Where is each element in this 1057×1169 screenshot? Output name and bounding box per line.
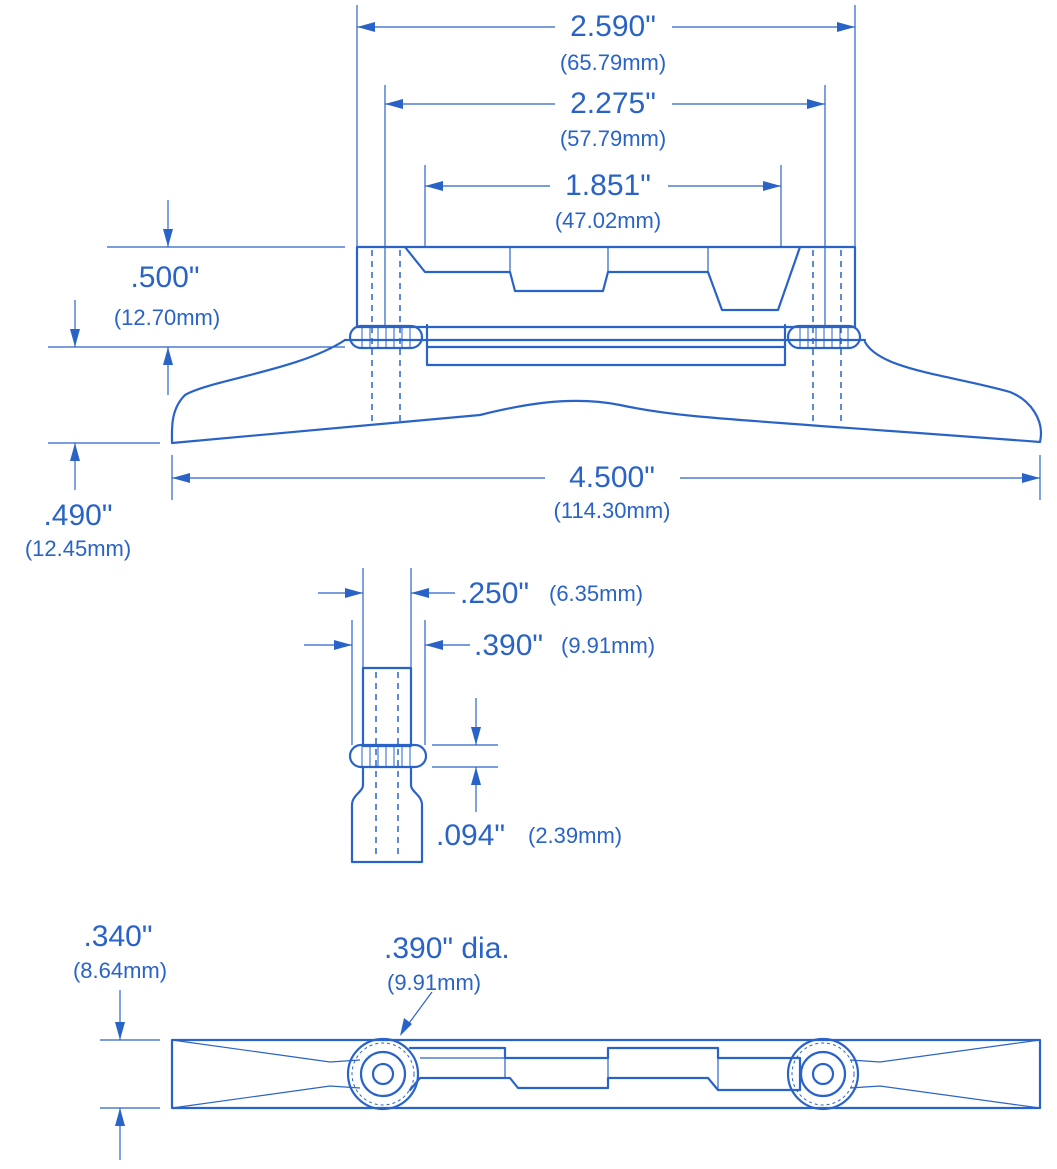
upper-block xyxy=(355,245,857,329)
length-4500-mm: (114.30mm) xyxy=(554,498,671,523)
side-post xyxy=(361,666,413,748)
width-2275-inch: 2.275" xyxy=(570,87,656,120)
hub-left xyxy=(346,1037,420,1111)
diameter-390-inch: .390" dia. xyxy=(384,932,510,965)
height-500-inch: .500" xyxy=(130,261,199,294)
bottom-view: .340" (8.64mm) .390" dia. (9.91mm) xyxy=(73,920,1042,1160)
knurl-side xyxy=(348,743,428,769)
front-view: 2.590" (65.79mm) 2.275" (57.79mm) 1.851"… xyxy=(25,5,1043,561)
knurl-left xyxy=(348,324,424,350)
dim-094-mm: (2.39mm) xyxy=(528,823,622,848)
width-1851-inch: 1.851" xyxy=(565,169,651,202)
height-490-inch: .490" xyxy=(43,499,112,532)
height-500-mm: (12.70mm) xyxy=(114,305,220,330)
knurl-right xyxy=(786,324,862,350)
length-4500-inch: 4.500" xyxy=(569,461,655,494)
dim-250-mm: (6.35mm) xyxy=(549,581,643,606)
dim-094-inch: .094" xyxy=(436,819,505,852)
dim-340-mm: (8.64mm) xyxy=(73,958,167,983)
width-2275-mm: (57.79mm) xyxy=(560,126,666,151)
bottom-plate xyxy=(170,1038,1042,1110)
dim-390-mm: (9.91mm) xyxy=(561,633,655,658)
dim-390-inch: .390" xyxy=(474,629,543,662)
width-1851-mm: (47.02mm) xyxy=(555,208,661,233)
dim-340-inch: .340" xyxy=(83,920,152,953)
dim-250-inch: .250" xyxy=(460,577,529,610)
side-view: .250" (6.35mm) .390" (9.91mm) .094" (2.3… xyxy=(304,568,655,864)
width-2590-mm: (65.79mm) xyxy=(560,50,666,75)
hub-right xyxy=(786,1037,860,1111)
width-2590-inch: 2.590" xyxy=(570,10,656,43)
height-490-mm: (12.45mm) xyxy=(25,536,131,561)
diameter-390-mm: (9.91mm) xyxy=(387,970,481,995)
